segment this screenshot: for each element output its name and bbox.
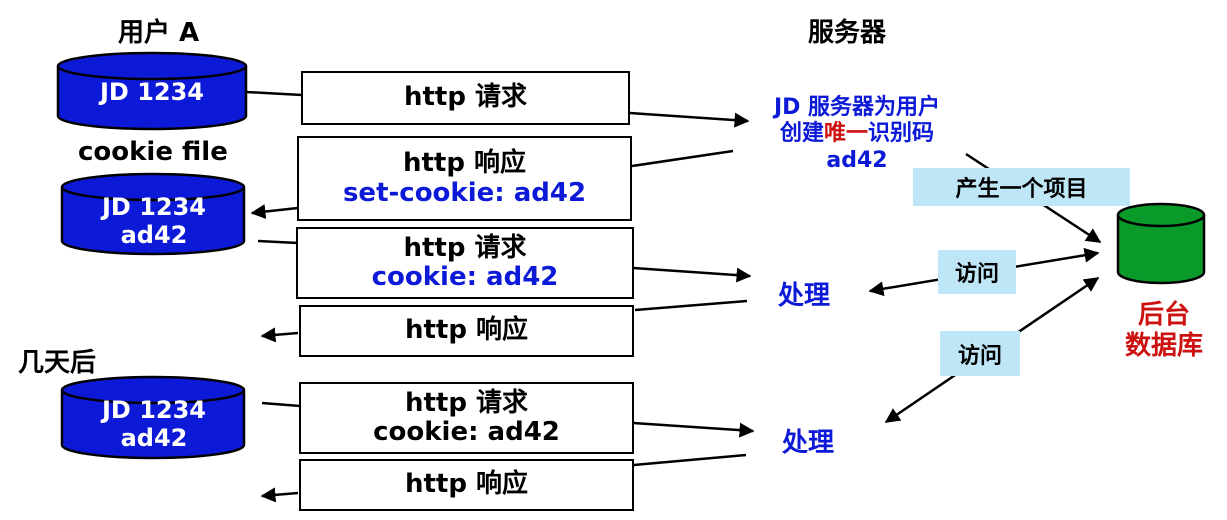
process-label-2: 处理: [782, 428, 835, 458]
server-title: 服务器: [808, 18, 887, 48]
msg1-line1: http 请求: [403, 82, 528, 113]
msg3-line2: cookie: ad42: [371, 262, 559, 292]
user-db-cylinder-3: [60, 375, 246, 460]
msg4-http-response: http 响应: [299, 305, 634, 357]
msg3-http-request: http 请求 cookie: ad42: [296, 227, 634, 299]
process-label-1: 处理: [778, 281, 831, 311]
server-note-line2-prefix: 创建: [779, 121, 824, 147]
server-note-line2: 创建唯一识别码: [742, 121, 972, 147]
user-db-3-line2: ad42: [120, 424, 188, 453]
user-db-2-line2: ad42: [120, 221, 188, 250]
request-to-process1-arrow: [633, 266, 752, 283]
server-to-response-line: [631, 149, 734, 168]
user-a-title: 用户 A: [118, 18, 200, 48]
user-db-2-line1: JD 1234: [101, 193, 206, 221]
user-db-1-label: JD 1234: [60, 78, 244, 106]
msg4-line1: http 响应: [404, 315, 529, 346]
msg2-http-response: http 响应 set-cookie: ad42: [297, 136, 632, 221]
server-note-line3: ad42: [826, 147, 888, 173]
user-db-1-line1: JD 1234: [99, 78, 204, 106]
tag-access-2: 访问: [940, 331, 1020, 376]
later-label: 几天后: [18, 348, 97, 378]
msg5-line1: http 请求: [404, 387, 529, 418]
db2-to-request-line: [257, 239, 299, 245]
backend-db-label: 后台 数据库: [1116, 300, 1212, 362]
process1-to-response-line: [634, 299, 748, 312]
backend-db-line2: 数据库: [1124, 331, 1203, 362]
user-db-2-label: JD 1234 ad42: [62, 193, 246, 250]
msg1-http-request: http 请求: [301, 71, 630, 125]
request-to-server-arrow: [629, 111, 750, 128]
msg6-line1: http 响应: [404, 469, 529, 500]
msg5-http-request: http 请求 cookie: ad42: [299, 382, 634, 454]
response-to-left-arrow-2: [260, 487, 299, 503]
tag-create-entry: 产生一个项目: [913, 168, 1130, 206]
server-note: JD 服务器为用户 创建唯一识别码 ad42: [742, 95, 972, 174]
request-to-process2-arrow: [633, 421, 755, 438]
user-db-3-label: JD 1234 ad42: [62, 396, 246, 453]
cookie-file-label: cookie file: [78, 137, 228, 167]
backend-db-line1: 后台: [1137, 300, 1190, 330]
msg6-http-response: http 响应: [299, 459, 634, 511]
msg2-line1: http 响应: [402, 148, 527, 179]
backend-db-cylinder: [1116, 202, 1206, 285]
user-db-cylinder-1: [56, 51, 248, 131]
user-db-3-line1: JD 1234: [101, 396, 206, 424]
msg3-line1: http 请求: [403, 232, 527, 263]
server-note-line2-suffix: 识别码: [868, 121, 935, 147]
db3-to-request-line: [261, 401, 301, 408]
response-to-db2-arrow: [250, 204, 299, 219]
server-note-line2-highlight: 唯一: [823, 121, 868, 147]
msg5-line2: cookie: ad42: [373, 417, 560, 447]
user-db-cylinder-2: [60, 172, 246, 256]
process2-to-response-line: [633, 453, 747, 467]
server-note-line1: JD 服务器为用户: [773, 95, 941, 120]
response-to-left-arrow: [260, 327, 299, 343]
db1-to-request-line: [245, 90, 303, 97]
tag-access-1: 访问: [938, 250, 1016, 294]
msg2-line2: set-cookie: ad42: [342, 177, 587, 208]
